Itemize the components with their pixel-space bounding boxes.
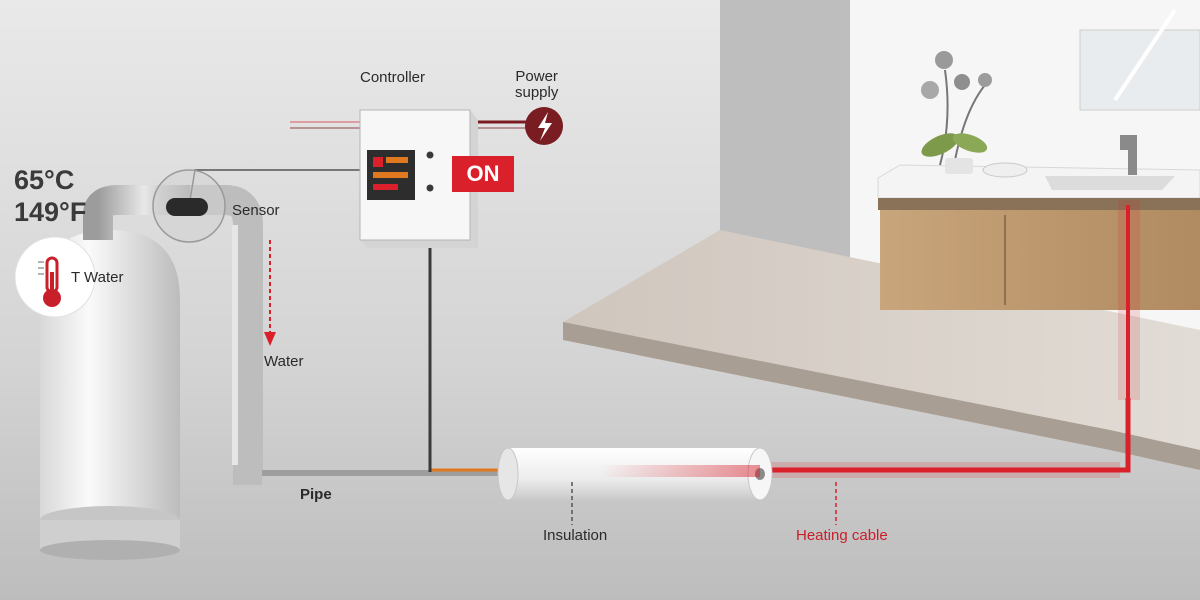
lightning-bolt-icon [538,112,552,141]
orchid-flower [935,51,953,69]
mirror-reflection [1113,8,1177,102]
power-supply-label: Power supply [515,69,558,101]
t-water-label: T Water [71,269,124,286]
thermometer-bulb [43,289,61,307]
terminal-point [426,184,434,192]
orchid-leaf [952,133,988,153]
terminal-point [426,151,434,159]
rolled-towels [982,162,1028,178]
water-label: Water [264,353,304,370]
water-flow-arrowhead [264,332,276,346]
orchid-flower [921,81,939,99]
floor-shelf [563,230,1200,450]
power-supply-label-line1: Power [515,68,558,85]
thermometer-mercury [50,272,54,294]
power-supply-label-line2: supply [515,83,559,101]
pipe-label: Pipe [300,486,332,503]
insulation-end-left [497,447,519,501]
orchid-flower [978,73,992,87]
display-bar [386,157,408,163]
tank-outlet-pipe [83,185,190,240]
wall-pillar [720,0,850,300]
orchid-stems [939,69,986,166]
tank-stand-bottom [40,540,180,560]
orchid-pot [945,158,973,174]
temperature-fahrenheit: 149°F [14,197,87,227]
display-indicator [373,157,383,167]
sink-basin [1045,176,1175,190]
heating-cable-label: Heating cable [796,527,888,544]
orchid-leaf [921,133,959,157]
vertical-pipe [190,185,263,485]
floor-shelf-edge [563,322,1200,470]
sensor-icon [166,198,208,216]
insulation-heat-glow [600,465,760,477]
cable-glow [760,462,1120,478]
mirror [1079,29,1200,111]
temperature-celsius: 65°C [14,165,75,195]
vanity-rim [878,198,1200,210]
display-bar [373,184,398,190]
display-bar [373,172,408,178]
heating-cable [760,398,1131,473]
sensor-label: Sensor [232,202,280,219]
insulation-label: Insulation [543,527,608,544]
vanity-cabinet [880,210,1200,310]
controller-label: Controller [360,69,426,86]
faucet [1120,135,1137,175]
orchid-flower [954,74,970,90]
on-status-badge: ON [452,156,514,192]
